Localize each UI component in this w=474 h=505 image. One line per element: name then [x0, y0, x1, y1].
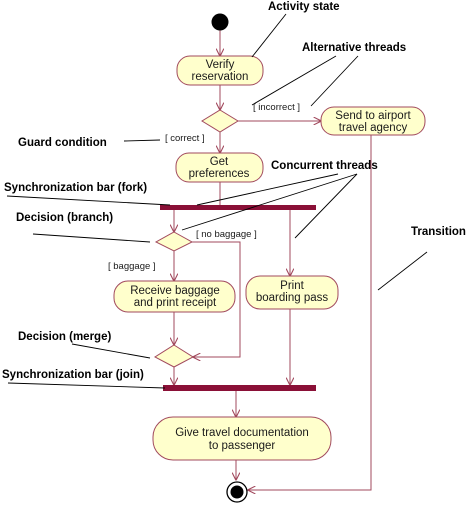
decision-branch: [154, 231, 194, 252]
activity-receive-baggage: [113, 280, 236, 313]
initial-state: [211, 13, 229, 31]
leader-alternative-threads-1: [251, 55, 337, 106]
transition-airport-to-end: [248, 135, 372, 490]
annotation-concurrent-threads: Concurrent threads: [271, 160, 378, 172]
leader-transition: [377, 251, 428, 291]
annotation-transition: Transition: [411, 226, 466, 238]
guard-correct: [ correct ]: [165, 133, 205, 144]
activity-give-travel-documentation: [152, 416, 332, 461]
leader-sync-join: [7, 382, 166, 389]
annotation-guard-condition: Guard condition: [18, 137, 107, 149]
activity-print-boarding-pass: [245, 275, 339, 310]
annotation-sync-join: Synchronization bar (join): [2, 369, 144, 381]
activity-get-preferences: [175, 152, 264, 183]
transition-branch-to-merge: [192, 241, 241, 357]
preferences-label-1: Get: [210, 156, 229, 168]
baggage-label-1: Receive baggage: [130, 285, 220, 297]
annotation-alternative-threads: Alternative threads: [302, 42, 406, 54]
sync-bar-join: [163, 385, 316, 391]
leader-activity-state: [251, 13, 287, 58]
leader-guard-condition: [123, 139, 161, 142]
verify-label-1: Verify: [206, 59, 235, 71]
activity-verify-reservation: [176, 55, 264, 86]
annotation-activity-state: Activity state: [268, 1, 340, 13]
leader-concurrent-threads-3: [294, 173, 358, 239]
decision-merge: [154, 344, 194, 368]
sync-bar-fork: [160, 205, 316, 210]
airport-label-2: travel agency: [339, 122, 408, 134]
leader-sync-fork: [6, 195, 171, 206]
guard-baggage: [ baggage ]: [108, 261, 156, 272]
annotation-decision-branch: Decision (branch): [16, 212, 113, 224]
documentation-label-2: to passenger: [209, 440, 276, 452]
airport-label-1: Send to airport: [335, 110, 411, 122]
annotation-decision-merge: Decision (merge): [18, 331, 111, 343]
leader-concurrent-threads-2: [181, 173, 358, 231]
activity-send-to-airport: [320, 106, 426, 136]
documentation-label-1: Give travel documentation: [175, 427, 309, 439]
leader-concurrent-threads-1: [196, 173, 339, 206]
guard-no-baggage: [ no baggage ]: [196, 229, 257, 240]
preferences-label-2: preferences: [189, 168, 250, 180]
annotation-sync-fork: Synchronization bar (fork): [4, 182, 147, 194]
decision-reservation: [201, 109, 239, 133]
leader-decision-branch: [32, 233, 151, 243]
boarding-label-2: boarding pass: [256, 292, 328, 304]
verify-label-2: reservation: [192, 71, 249, 83]
final-state: [230, 485, 244, 499]
leader-alternative-threads-2: [310, 55, 359, 107]
leader-decision-merge: [71, 343, 151, 359]
guard-incorrect: [ incorrect ]: [253, 102, 300, 113]
boarding-label-1: Print: [280, 280, 304, 292]
baggage-label-2: and print receipt: [134, 297, 217, 309]
transitions: [174, 28, 372, 490]
